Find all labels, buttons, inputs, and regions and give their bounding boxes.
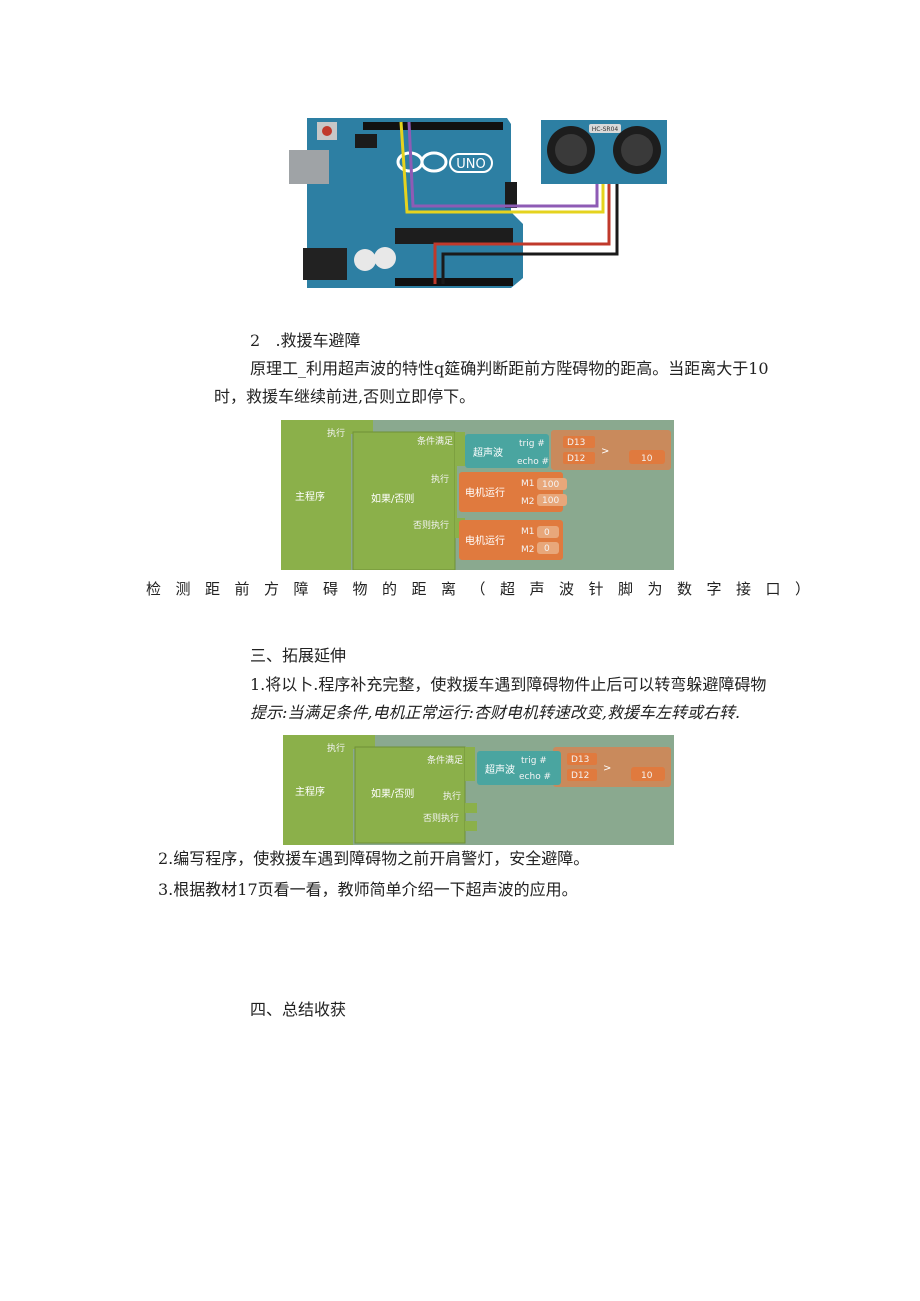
svg-text:echo #: echo # bbox=[519, 772, 551, 782]
arduino-wiring-figure: UNO HC-SR04 bbox=[289, 118, 667, 288]
svg-text:电机运行: 电机运行 bbox=[465, 534, 505, 547]
section2-number: 2 bbox=[250, 331, 261, 350]
wire-yellow bbox=[399, 121, 605, 214]
section3-item2: 2.编写程序，使救援车遇到障碍物之前开肩警灯，安全避障。 bbox=[158, 849, 590, 868]
svg-text:10: 10 bbox=[641, 454, 653, 464]
reset-button bbox=[322, 126, 332, 136]
section2-principle-line2: 时，救援车继续前进,否则立即停下。 bbox=[214, 387, 476, 406]
svg-text:M1: M1 bbox=[521, 527, 535, 537]
svg-text:0: 0 bbox=[544, 528, 550, 538]
figure-caption: 检测距前方障碍物的距离（超声波针脚为数字接口） bbox=[146, 580, 825, 598]
main-program-block bbox=[281, 420, 351, 570]
section3-hint: 提示:当满足条件,电机正常运行:杏财电机转速改变,救援车左转或右转. bbox=[250, 703, 741, 722]
mcu-chip bbox=[395, 228, 513, 244]
wire-red bbox=[433, 184, 611, 284]
svg-text:M2: M2 bbox=[521, 497, 535, 507]
svg-text:D12: D12 bbox=[567, 454, 585, 464]
ultrasonic-block bbox=[465, 434, 549, 468]
section4-heading: 四、总结收获 bbox=[250, 1000, 347, 1019]
section2-title: .救援车避障 bbox=[275, 331, 361, 350]
wire-black bbox=[441, 184, 619, 284]
svg-text:D13: D13 bbox=[571, 755, 589, 765]
power-jack bbox=[303, 248, 347, 280]
svg-text:D13: D13 bbox=[567, 438, 585, 448]
svg-text:否则执行: 否则执行 bbox=[423, 812, 459, 824]
svg-text:M1: M1 bbox=[521, 479, 535, 489]
svg-text:UNO: UNO bbox=[456, 157, 485, 172]
wire-purple bbox=[407, 121, 599, 208]
svg-text:主程序: 主程序 bbox=[295, 785, 325, 798]
block-program-1: 主程序 执行 如果/否则 条件满足 执行 否则执行 超声波 trig # ech… bbox=[281, 420, 674, 570]
svg-text:电机运行: 电机运行 bbox=[465, 486, 505, 499]
svg-text:10: 10 bbox=[641, 771, 653, 781]
svg-text:echo #: echo # bbox=[517, 457, 549, 467]
svg-text:trig #: trig # bbox=[519, 439, 545, 449]
ultrasonic-block bbox=[477, 751, 561, 785]
svg-text:执行: 执行 bbox=[327, 742, 345, 754]
svg-text:trig #: trig # bbox=[521, 756, 547, 766]
if-else-block bbox=[354, 746, 466, 844]
svg-text:如果/否则: 如果/否则 bbox=[371, 787, 414, 800]
block-program-2: 主程序 执行 如果/否则 条件满足 执行 否则执行 超声波 trig # ech… bbox=[283, 735, 674, 845]
analog-header bbox=[395, 278, 513, 286]
digital-header bbox=[363, 122, 503, 130]
svg-text:执行: 执行 bbox=[443, 790, 461, 802]
svg-text:D12: D12 bbox=[571, 771, 589, 781]
section3-item3: 3.根据教材17页看一看，教师简单介绍一下超声波的应用。 bbox=[158, 880, 578, 899]
svg-text:超声波: 超声波 bbox=[485, 763, 515, 776]
svg-text:执行: 执行 bbox=[431, 473, 449, 485]
section2-principle-line1: 原理工_利用超声波的特性q筵确判断距前方陛碍物的距高。当距离大于10 bbox=[250, 359, 769, 378]
svg-text:100: 100 bbox=[542, 496, 559, 506]
section2-heading: 2 .救援车避障 bbox=[250, 330, 361, 352]
svg-text:否则执行: 否则执行 bbox=[413, 519, 449, 531]
svg-text:HC-SR04: HC-SR04 bbox=[592, 126, 619, 133]
svg-text:执行: 执行 bbox=[327, 427, 345, 439]
svg-text:0: 0 bbox=[544, 544, 550, 554]
svg-text:M2: M2 bbox=[521, 545, 535, 555]
svg-text:条件满足: 条件满足 bbox=[427, 754, 463, 766]
svg-text:100: 100 bbox=[542, 480, 559, 490]
main-program-block bbox=[283, 735, 353, 845]
svg-text:主程序: 主程序 bbox=[295, 490, 325, 503]
section3-heading: 三、拓展延伸 bbox=[250, 646, 347, 665]
if-else-block bbox=[352, 431, 456, 570]
svg-text:>: > bbox=[601, 446, 609, 457]
section3-item1: 1.将以卜.程序补充完整，使救援车遇到障碍物件止后可以转弯躲避障碍物 bbox=[250, 675, 767, 694]
svg-text:>: > bbox=[603, 763, 611, 774]
svg-text:如果/否则: 如果/否则 bbox=[371, 492, 414, 505]
svg-text:超声波: 超声波 bbox=[473, 446, 503, 459]
svg-text:条件满足: 条件满足 bbox=[417, 435, 453, 447]
usb-port bbox=[289, 150, 329, 184]
